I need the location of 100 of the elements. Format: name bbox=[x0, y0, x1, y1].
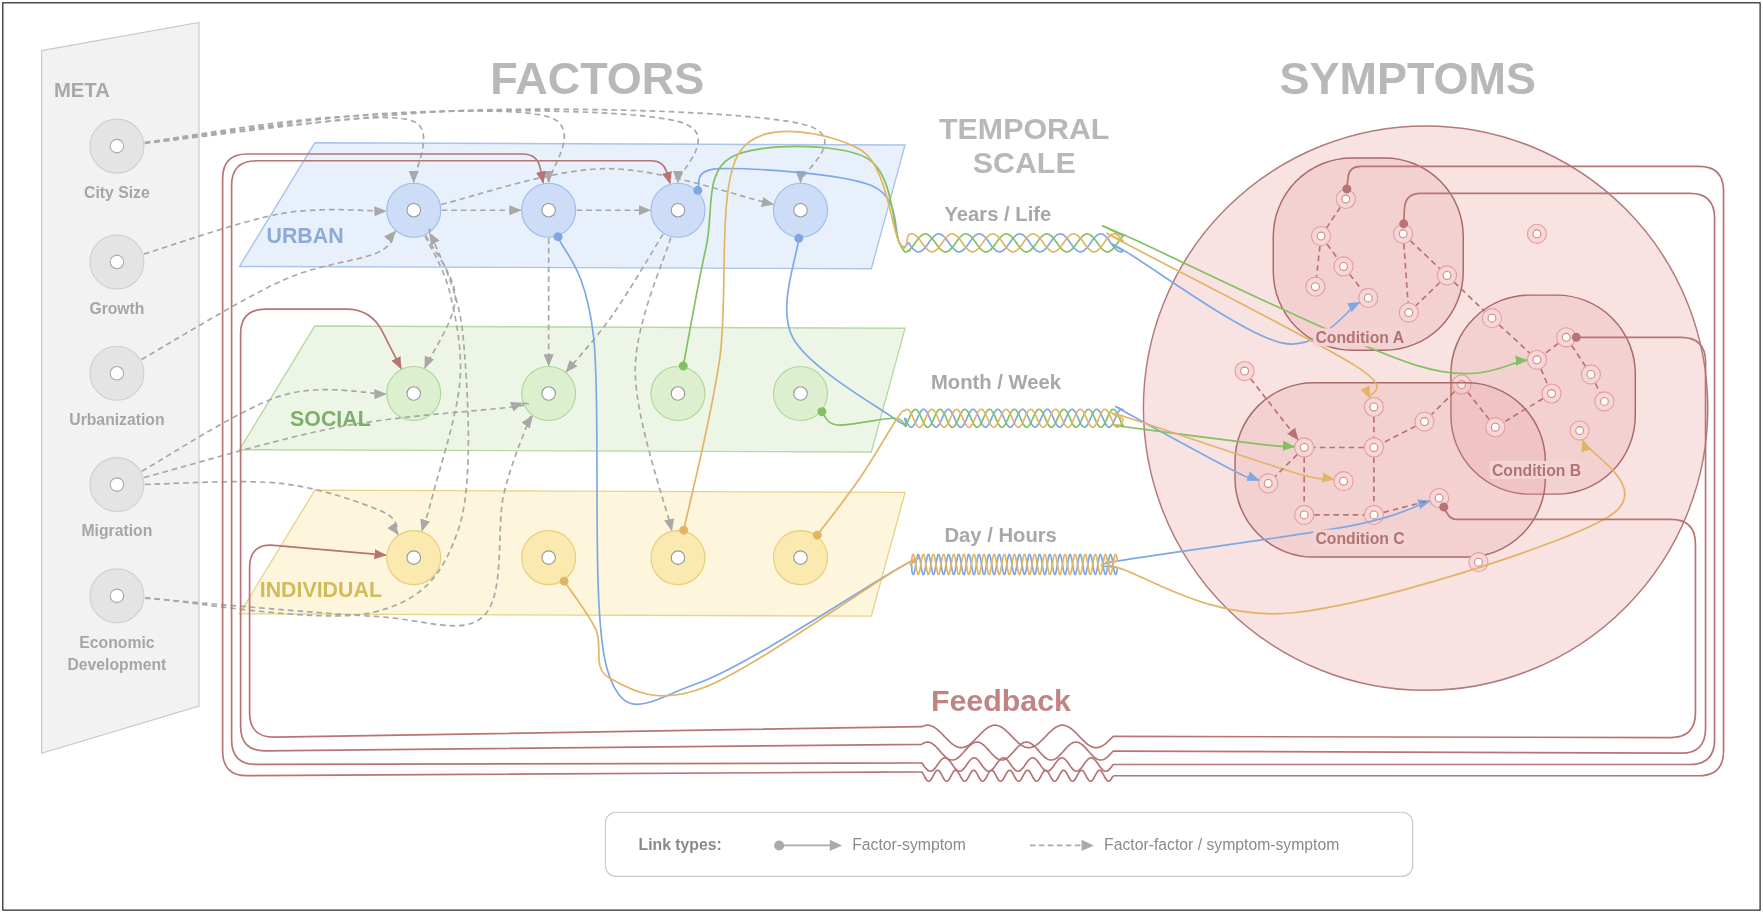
connector-line bbox=[1503, 397, 1544, 423]
symptom-node bbox=[1358, 287, 1379, 309]
factor-circle bbox=[520, 529, 577, 586]
arrow bbox=[440, 167, 775, 207]
symptom-node bbox=[1468, 552, 1489, 573]
connector-line bbox=[1540, 368, 1549, 386]
arrow bbox=[565, 233, 664, 373]
layer-plane bbox=[239, 490, 906, 617]
connector-line bbox=[1348, 273, 1363, 291]
factor-circle bbox=[649, 529, 707, 586]
factor-circle bbox=[649, 182, 707, 239]
legend-label: Factor-factor / symptom-symptom bbox=[1104, 835, 1340, 854]
connector-line bbox=[1326, 243, 1339, 260]
scale-label: Month / Week bbox=[930, 371, 1061, 395]
factor-circle bbox=[520, 182, 577, 239]
feedback-label: Feedback bbox=[930, 683, 1071, 719]
symptom-node bbox=[1541, 383, 1562, 404]
arrow bbox=[817, 407, 1296, 452]
symptom-node bbox=[1310, 226, 1332, 247]
symptom-node bbox=[1393, 223, 1414, 244]
legend-label: Factor-symptom bbox=[852, 835, 966, 854]
symptom-node bbox=[1335, 188, 1356, 210]
arrow bbox=[679, 130, 1378, 535]
node-label: SOCIAL bbox=[290, 407, 371, 432]
symptom-node bbox=[1526, 223, 1548, 244]
arrow bbox=[441, 205, 522, 216]
symptom-node bbox=[1305, 276, 1326, 297]
symptom-node bbox=[1481, 308, 1503, 329]
node-label: Condition B bbox=[1489, 460, 1584, 479]
node-label: URBAN bbox=[266, 223, 344, 249]
node-label: Condition A bbox=[1313, 328, 1407, 347]
symptom-node bbox=[1569, 420, 1590, 441]
arrow bbox=[424, 234, 457, 369]
arrow bbox=[144, 108, 826, 184]
layer-plane bbox=[239, 326, 906, 452]
connector-line bbox=[1313, 446, 1365, 449]
symptom-node bbox=[1258, 473, 1279, 494]
symptom-node bbox=[1294, 504, 1315, 526]
arrow bbox=[144, 480, 399, 536]
heading: FACTORS bbox=[490, 53, 705, 105]
connector-line bbox=[1373, 416, 1375, 439]
node-label: Migration bbox=[80, 520, 154, 542]
factor-circle bbox=[385, 529, 442, 586]
meta-panel bbox=[41, 22, 199, 754]
arrow bbox=[140, 388, 387, 473]
arrow bbox=[785, 233, 1260, 482]
connector-line bbox=[1498, 324, 1531, 354]
connector-line bbox=[1315, 245, 1321, 278]
condition-region bbox=[1272, 157, 1464, 351]
connector-line bbox=[1409, 239, 1441, 270]
axis-title: TEMPORAL SCALE bbox=[938, 112, 1111, 180]
symptom-node bbox=[1398, 302, 1419, 323]
arrow bbox=[678, 145, 1528, 375]
arrow bbox=[239, 308, 1707, 761]
arrow bbox=[248, 502, 1697, 749]
layer-plane bbox=[239, 142, 906, 269]
arrow bbox=[553, 232, 1431, 706]
connector-line bbox=[1570, 344, 1587, 367]
node-label: INDIVIDUAL bbox=[259, 577, 382, 603]
symptom-node bbox=[1526, 349, 1548, 370]
factor-circle bbox=[385, 365, 442, 422]
node-label: City Size bbox=[83, 182, 151, 204]
node-label: Urbanization bbox=[68, 409, 166, 431]
factor-circle bbox=[772, 182, 829, 239]
connector-line bbox=[1467, 391, 1490, 421]
connector-line bbox=[1415, 281, 1441, 307]
node-label: META bbox=[53, 78, 110, 103]
symptom-node bbox=[1333, 471, 1354, 492]
connector-line bbox=[1544, 342, 1559, 355]
connector-line bbox=[1274, 453, 1298, 478]
arrow bbox=[143, 110, 566, 184]
symptom-node bbox=[1363, 437, 1384, 458]
symptom-node bbox=[1556, 327, 1577, 348]
node-label: Growth bbox=[88, 298, 146, 320]
arrow bbox=[543, 237, 554, 367]
arrow bbox=[693, 167, 1361, 345]
connector-line bbox=[1403, 243, 1409, 304]
symptom-node bbox=[1485, 417, 1506, 438]
arrow bbox=[140, 230, 397, 361]
factor-circle bbox=[649, 365, 707, 422]
factor-circle bbox=[772, 529, 829, 586]
arrow bbox=[420, 235, 462, 532]
symptom-node bbox=[1333, 256, 1354, 277]
connector-line bbox=[1430, 390, 1456, 416]
factor-circle bbox=[520, 365, 577, 422]
node-label: Economic Development bbox=[66, 632, 168, 676]
symptom-node bbox=[1363, 504, 1384, 526]
arrow bbox=[575, 205, 651, 216]
arrow bbox=[559, 439, 1626, 697]
arrow bbox=[812, 408, 1335, 540]
symptom-node bbox=[1594, 391, 1615, 412]
arrow bbox=[634, 236, 674, 532]
symptom-node bbox=[1580, 364, 1601, 385]
factor-circle bbox=[772, 365, 829, 422]
symptom-node bbox=[1436, 265, 1458, 286]
scale-label: Years / Life bbox=[944, 203, 1052, 228]
connector-line bbox=[1313, 514, 1365, 516]
symptom-node bbox=[1414, 411, 1435, 432]
connector-line bbox=[1382, 425, 1417, 444]
heading: SYMPTOMS bbox=[1279, 53, 1536, 105]
